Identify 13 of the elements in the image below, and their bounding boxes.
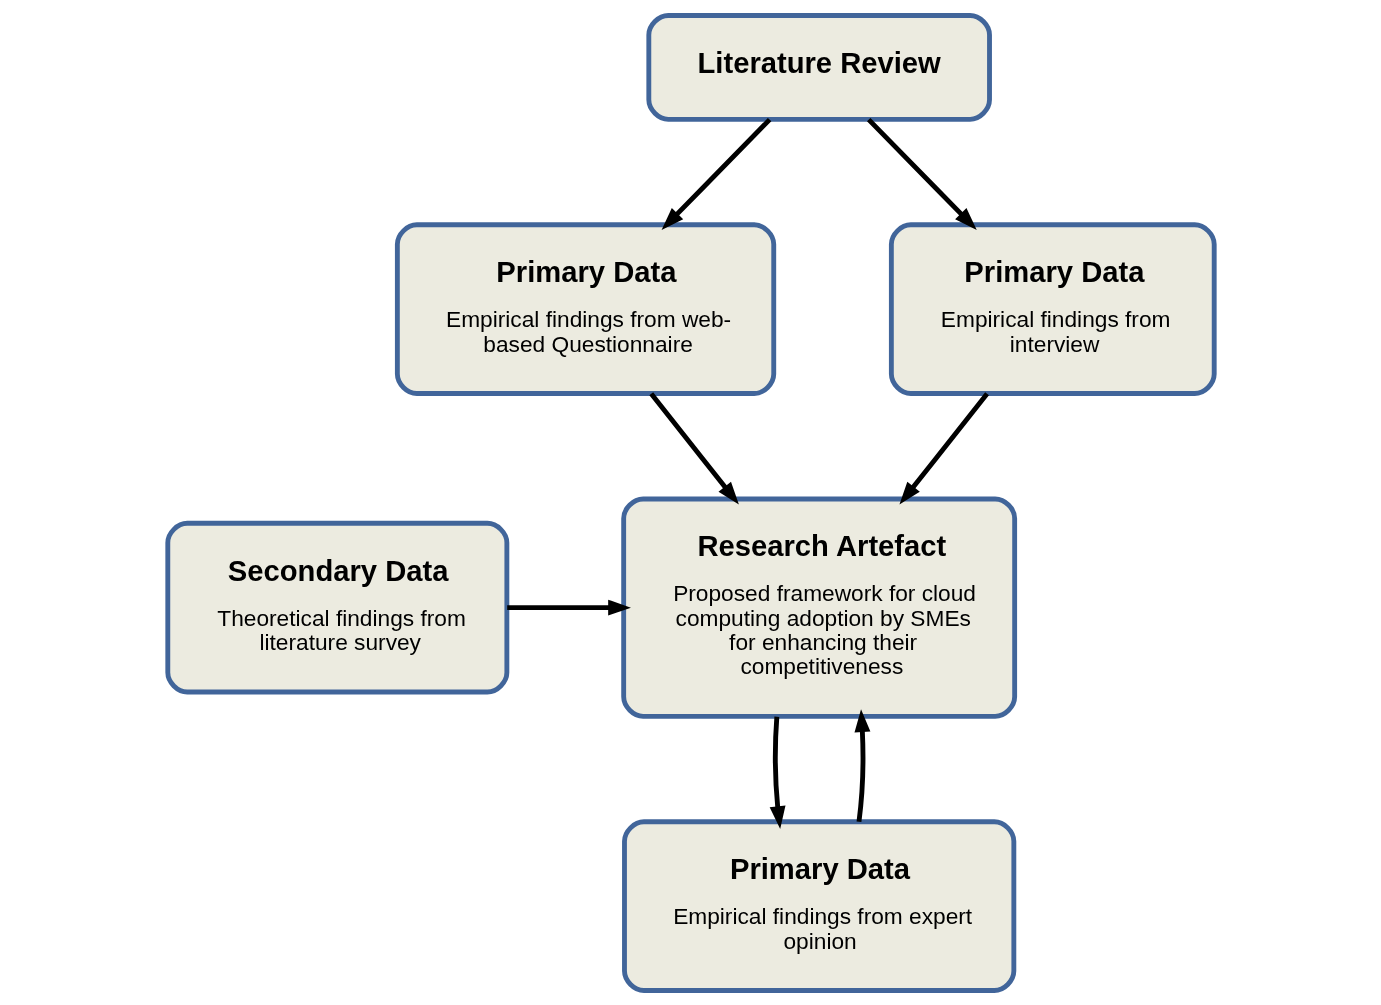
- node-box: Secondary Data Theoretical findings from literature survey: [164, 520, 509, 694]
- arrow: [661, 117, 771, 230]
- arrow: [769, 716, 786, 829]
- node-box: Literature Review: [645, 12, 992, 122]
- node-box: Research Artefact Proposed framework for cloud computing adoption by SMEs for enhancing their competitiveness: [620, 496, 1017, 719]
- arrow: [648, 391, 739, 505]
- node-box: Primary Data Empirical findings from interview: [888, 221, 1217, 396]
- node-box: Primary Data Empirical findings from web-based Questionnaire: [394, 221, 776, 396]
- node-box: Primary Data Empirical findings from expert opinion: [621, 818, 1016, 993]
- arrow: [854, 708, 870, 822]
- arrow: [898, 391, 989, 505]
- arrow: [506, 599, 631, 616]
- arrow: [866, 117, 977, 230]
